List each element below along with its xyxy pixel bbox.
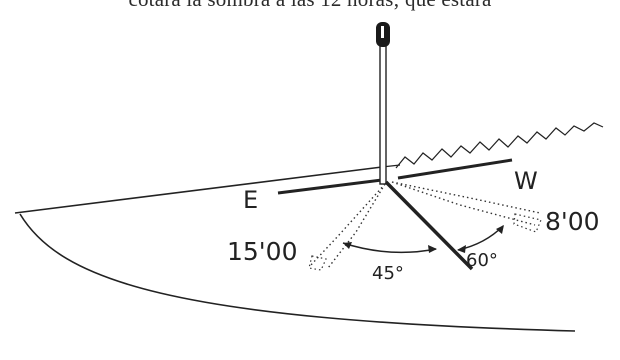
angle-arc-left-arrowhead-start — [343, 242, 352, 249]
label-angle-left: 45° — [372, 263, 404, 284]
gnomon-top-highlight — [381, 26, 384, 38]
angle-arc-right-arrowhead-start — [457, 245, 466, 253]
label-west: W — [514, 167, 538, 195]
angle-arc-right-arrowhead-end — [496, 225, 504, 234]
shadow-region-fill-afternoon — [308, 255, 327, 271]
gnomon-stick — [379, 37, 387, 185]
shadow-region-morning — [391, 181, 541, 226]
angle-arc-left-arrowhead-end — [428, 245, 437, 253]
east-west-line-east — [277, 178, 383, 195]
ground-back-edge — [14, 166, 383, 214]
angle-arc-left — [342, 242, 437, 254]
label-east: E — [243, 186, 258, 214]
shadow-region-fill-morning — [513, 213, 542, 233]
header-text-fragment: cotará la sombra a las 12 horas; que est… — [0, 0, 620, 12]
label-time-morning: 8'00 — [545, 207, 600, 236]
label-time-afternoon: 15'00 — [227, 237, 298, 266]
label-angle-right: 60° — [466, 250, 498, 271]
ground-front-curve — [19, 213, 576, 332]
east-west-line-west — [397, 158, 513, 180]
shadow-region-afternoon — [309, 183, 386, 269]
horizon-mountains — [395, 122, 604, 169]
noon-shadow-line — [384, 180, 474, 271]
